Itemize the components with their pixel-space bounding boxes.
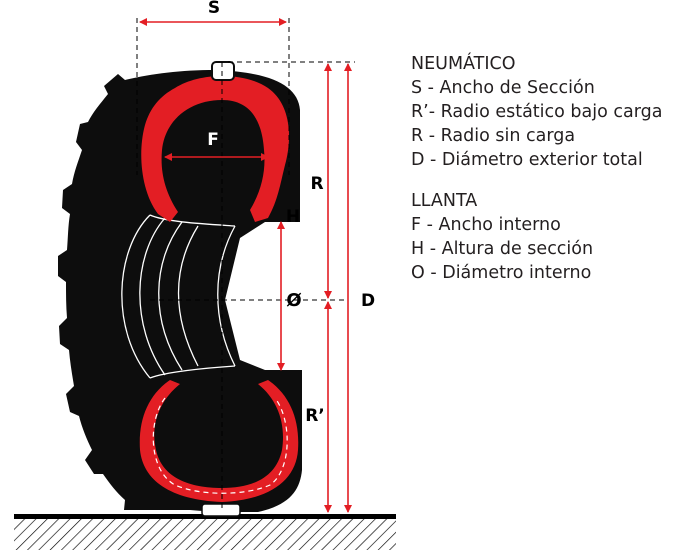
legend-rim: LLANTA F - Ancho interno H - Altura de s… — [411, 189, 696, 285]
legend-tire-item-d: D - Diámetro exterior total — [411, 150, 643, 170]
rib-5 — [217, 225, 236, 367]
label-h: H — [286, 207, 300, 227]
tire-sidewall-ribs — [121, 214, 236, 379]
label-f: F — [207, 130, 219, 150]
rib-4 — [177, 225, 199, 367]
tire-tread-lugs — [58, 70, 302, 512]
ground — [14, 514, 396, 550]
label-r: R — [310, 174, 323, 194]
legend-rim-item-o: O - Diámetro interno — [411, 263, 592, 283]
label-s: S — [208, 0, 220, 18]
legend-tire-item-rp: R’- Radio estático bajo carga — [411, 102, 663, 122]
legend-rim-heading: LLANTA — [411, 191, 478, 211]
rim-lower-dashed — [152, 397, 288, 494]
tire-body — [58, 70, 302, 512]
legend-rim-item-h: H - Altura de sección — [411, 239, 594, 259]
legend-rim-item-f: F - Ancho interno — [411, 215, 561, 235]
legend-tire-item-r: R - Radio sin carga — [411, 126, 576, 146]
label-o: Ø — [286, 290, 301, 311]
rim-upper — [141, 76, 290, 222]
reference-lines — [136, 18, 355, 510]
dimension-arrows — [139, 18, 352, 513]
rim-valve-top — [211, 61, 235, 81]
label-rp: R’ — [305, 406, 325, 426]
ground-hatch — [14, 519, 396, 550]
rib-flange-bottom — [149, 365, 236, 379]
legend-tire-heading: NEUMÁTICO — [411, 54, 516, 74]
label-d: D — [361, 291, 375, 311]
legend-tire-item-s: S - Ancho de Sección — [411, 78, 595, 98]
rim-cross-section — [139, 61, 299, 517]
legend-tire: NEUMÁTICO S - Ancho de Sección R’- Radio… — [411, 52, 696, 172]
rib-flange-top — [149, 214, 236, 227]
rim-valve-bottom — [201, 503, 241, 517]
rib-2 — [139, 217, 166, 376]
rib-1 — [121, 214, 151, 379]
rib-3 — [158, 221, 183, 371]
legend: NEUMÁTICO S - Ancho de Sección R’- Radio… — [411, 52, 696, 302]
